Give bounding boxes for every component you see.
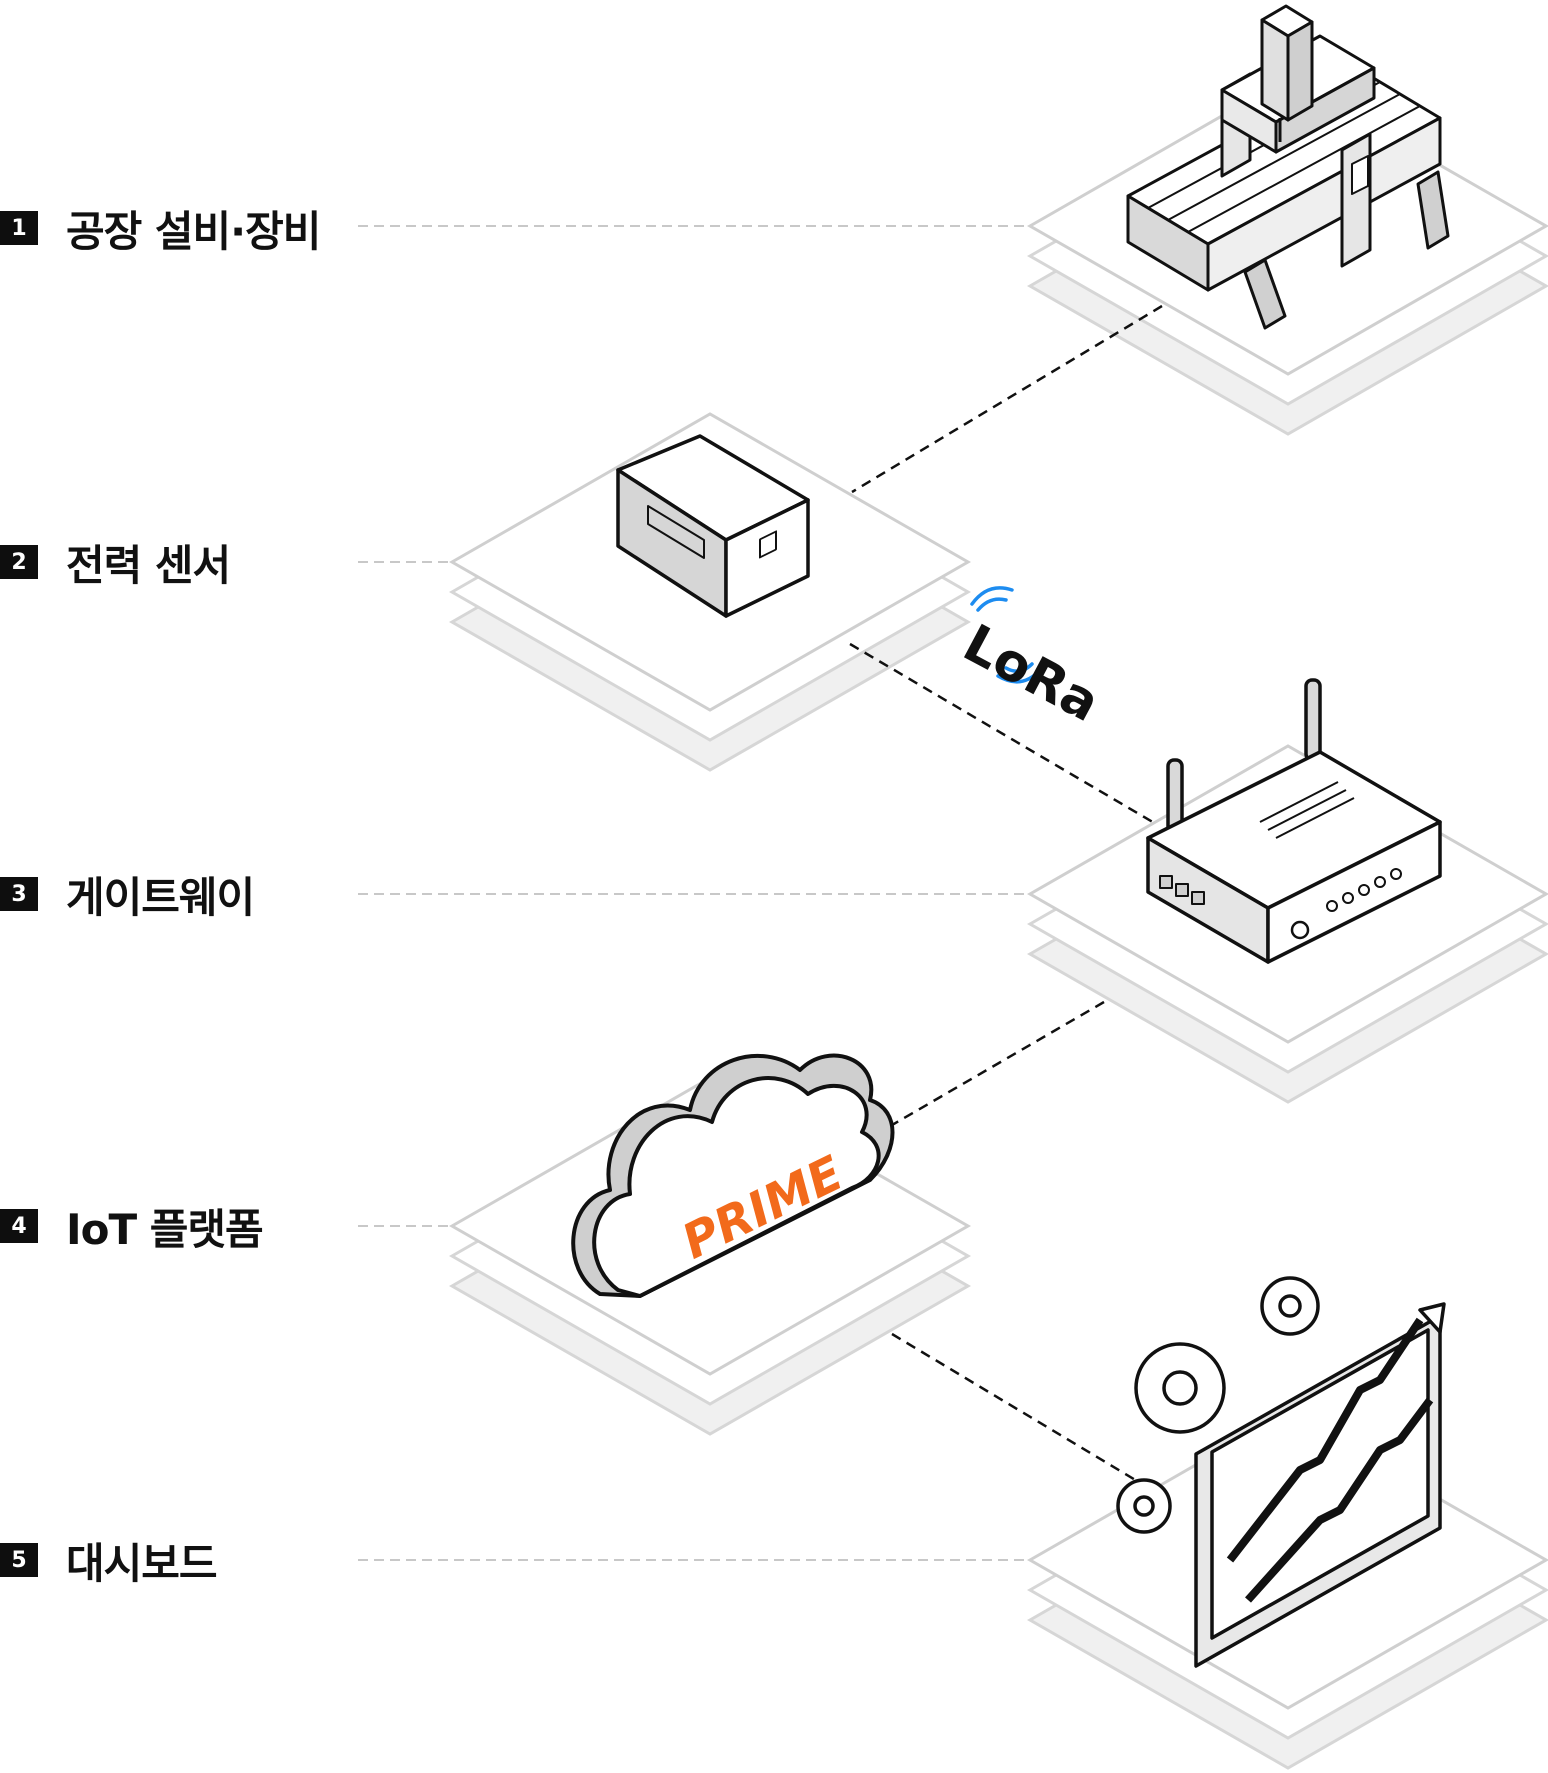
step-1-badge: 1 [0,211,38,245]
step-2-label: 2 전력 센서 [0,538,231,590]
step-2-title: 전력 센서 [66,540,231,590]
gateway-router-icon [1146,678,1442,964]
connection-2-3 [849,642,1157,826]
step-1-label: 1 공장 설비·장비 [0,204,321,256]
cloud-icon [571,1053,895,1298]
power-sensor-icon [616,434,810,618]
connection-3-4 [879,1000,1105,1134]
step-4-title: IoT 플랫폼 [66,1204,264,1254]
dashboard-monitor-icon [1194,1302,1446,1668]
step-3-badge: 3 [0,877,38,911]
gear-icon [1116,1276,1320,1534]
connection-lines [849,304,1163,1492]
connection-1-2 [851,304,1163,494]
step-2-badge: 2 [0,545,38,579]
step-5-badge: 5 [0,1543,38,1577]
cnc-machine-icon [1126,4,1450,330]
step-4-label: 4 IoT 플랫폼 [0,1202,264,1254]
step-3-label: 3 게이트웨이 [0,870,255,922]
connection-4-5 [891,1332,1153,1492]
lora-wave-icon [970,586,1042,684]
step-3-title: 게이트웨이 [66,872,255,922]
step-4-badge: 4 [0,1209,38,1243]
step-5-label: 5 대시보드 [0,1536,218,1588]
lora-text: LoRa [954,614,1109,735]
step-5-title: 대시보드 [66,1538,218,1588]
guide-lines [358,225,1030,1561]
step-1-title: 공장 설비·장비 [66,206,321,256]
